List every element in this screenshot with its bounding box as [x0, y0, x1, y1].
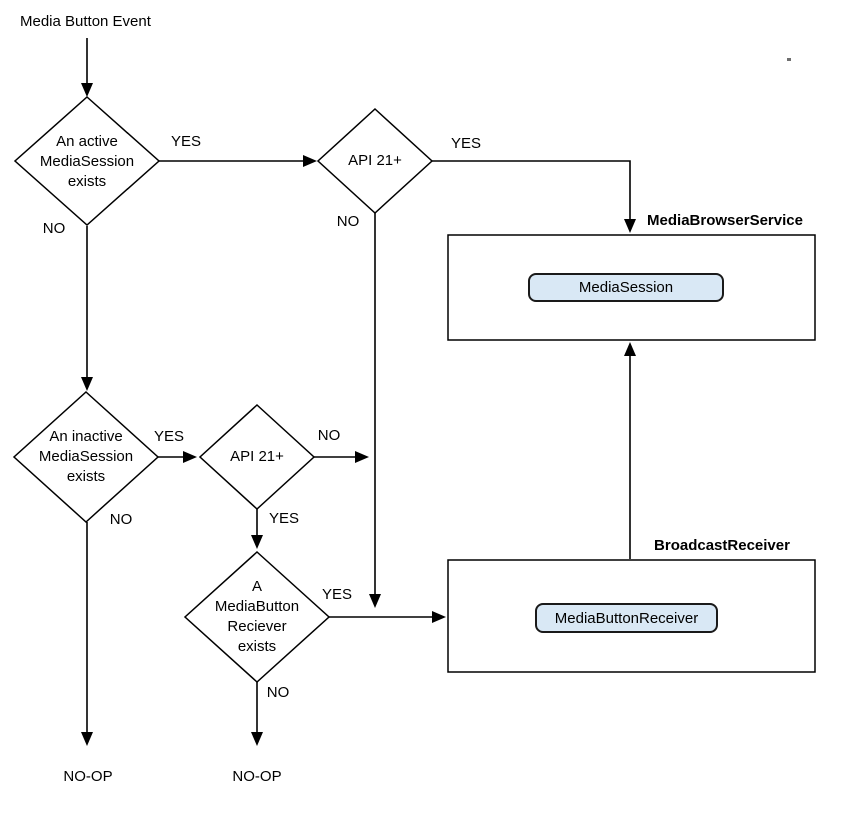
decision-api21-bottom-label: API 21+: [230, 448, 284, 465]
noop-terminal-right: NO-OP: [232, 768, 282, 785]
branch-yes-active: YES: [170, 133, 202, 150]
branch-yes-api21-bottom: YES: [268, 510, 300, 527]
decision-api21-top-label: API 21+: [348, 152, 402, 169]
branch-no-active: NO: [42, 220, 66, 237]
branch-yes-inactive: YES: [153, 428, 185, 445]
edge-api21-top-yes-to-mediabrowserservice: [432, 160, 636, 233]
branch-yes-receiver: YES: [321, 586, 353, 603]
broadcastreceiver-title: BroadcastReceiver: [654, 537, 790, 554]
mediabuttonreceiver-chip-label: MediaButtonReceiver: [554, 609, 699, 627]
mediabrowserservice-title: MediaBrowserService: [647, 212, 803, 229]
start-label: Media Button Event: [20, 13, 151, 30]
decision-button-receiver-label: A MediaButton Reciever exists: [214, 578, 300, 655]
branch-no-api21-bottom: NO: [317, 427, 341, 444]
branch-no-api21-top: NO: [336, 213, 360, 230]
mediasession-chip-label: MediaSession: [578, 279, 674, 296]
decision-button-receiver-shape: [183, 550, 331, 684]
decision-api21-bottom-shape: [198, 403, 316, 511]
decision-inactive-session-label: An inactive MediaSession exists: [38, 428, 134, 485]
branch-yes-api21-top: YES: [450, 135, 482, 152]
decision-api21-top-shape: [316, 107, 434, 215]
branch-no-inactive: NO: [109, 511, 133, 528]
decision-inactive-session-shape: [12, 390, 160, 524]
mediasession-chip: MediaSession: [528, 273, 724, 302]
decision-active-session-shape: [13, 95, 161, 227]
mediabuttonreceiver-chip: MediaButtonReceiver: [535, 603, 718, 633]
noop-terminal-left: NO-OP: [63, 768, 113, 785]
decision-active-session-label: An active MediaSession exists: [39, 133, 135, 190]
artifact-dot: [787, 58, 791, 61]
branch-no-receiver: NO: [266, 684, 290, 701]
